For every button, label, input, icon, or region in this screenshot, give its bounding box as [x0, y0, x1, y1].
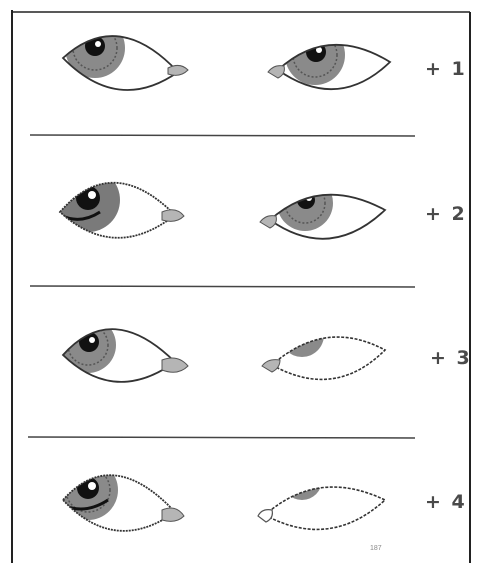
row-separator-1 [30, 135, 415, 136]
right-eye-grade-2 [260, 175, 385, 239]
row-separator-3 [28, 437, 415, 438]
grade-label-1: + 1 [425, 58, 467, 80]
footnote-mark: 187 [370, 545, 382, 552]
left-eye-grade-1 [63, 18, 188, 90]
grade-label-4: + 4 [425, 491, 467, 513]
right-eye-grade-1 [268, 25, 390, 89]
right-eye-grade-4 [258, 460, 385, 529]
left-eye-grade-4 [58, 460, 184, 531]
row-separator-2 [30, 286, 415, 287]
left-eye-grade-2 [56, 168, 184, 238]
left-eye-grade-3 [60, 317, 188, 382]
grade-label-3: + 3 [430, 347, 472, 369]
grade-label-2: + 2 [425, 203, 467, 225]
right-eye-grade-3 [262, 313, 385, 379]
